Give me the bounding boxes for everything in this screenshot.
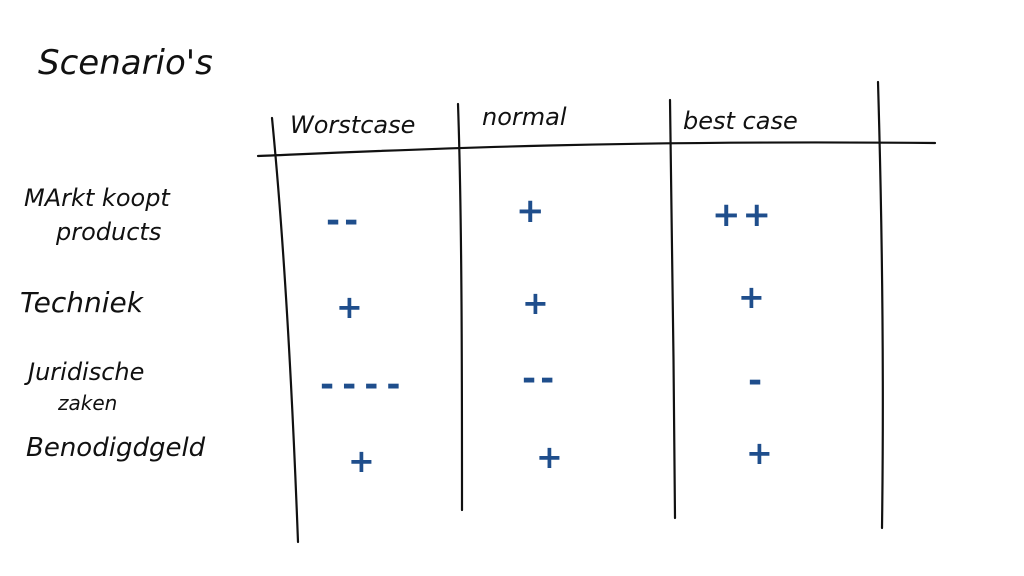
column-header-normal: normal (482, 103, 567, 131)
mark-benodigdgeld-normal: + (536, 438, 563, 476)
mark-techniek-bestcase: + (738, 278, 765, 316)
mark-benodigdgeld-worstcase: + (348, 442, 375, 480)
mark-juridische-normal: -- (522, 359, 558, 399)
row-label-benodigdgeld: Benodigdgeld (26, 433, 206, 463)
mark-techniek-worstcase: + (336, 288, 363, 326)
mark-techniek-normal: + (522, 284, 549, 322)
mark-juridische-worstcase: ---- (320, 365, 408, 405)
row-label-markt-line2: products (55, 218, 161, 246)
column-divider-4 (876, 80, 884, 530)
row-label-juridische-line1: Juridische (24, 358, 144, 386)
mark-benodigdgeld-bestcase: + (746, 434, 773, 472)
column-header-worstcase: Worstcase (290, 111, 415, 139)
row-label-juridische-line2: zaken (57, 391, 117, 415)
mark-markt-normal: + (516, 191, 545, 231)
column-header-best-case: best case (683, 107, 798, 135)
row-label-techniek: Techniek (20, 286, 145, 319)
header-underline (256, 141, 937, 158)
column-divider-2 (456, 102, 464, 512)
page-title: Scenario's (38, 43, 213, 83)
mark-juridische-bestcase: - (748, 361, 762, 401)
row-label-markt-line1: MArkt koopt (24, 184, 171, 212)
column-divider-1 (270, 116, 300, 544)
mark-markt-worstcase: -- (326, 201, 362, 241)
column-divider-3 (668, 98, 677, 520)
mark-markt-bestcase: ++ (712, 195, 773, 235)
